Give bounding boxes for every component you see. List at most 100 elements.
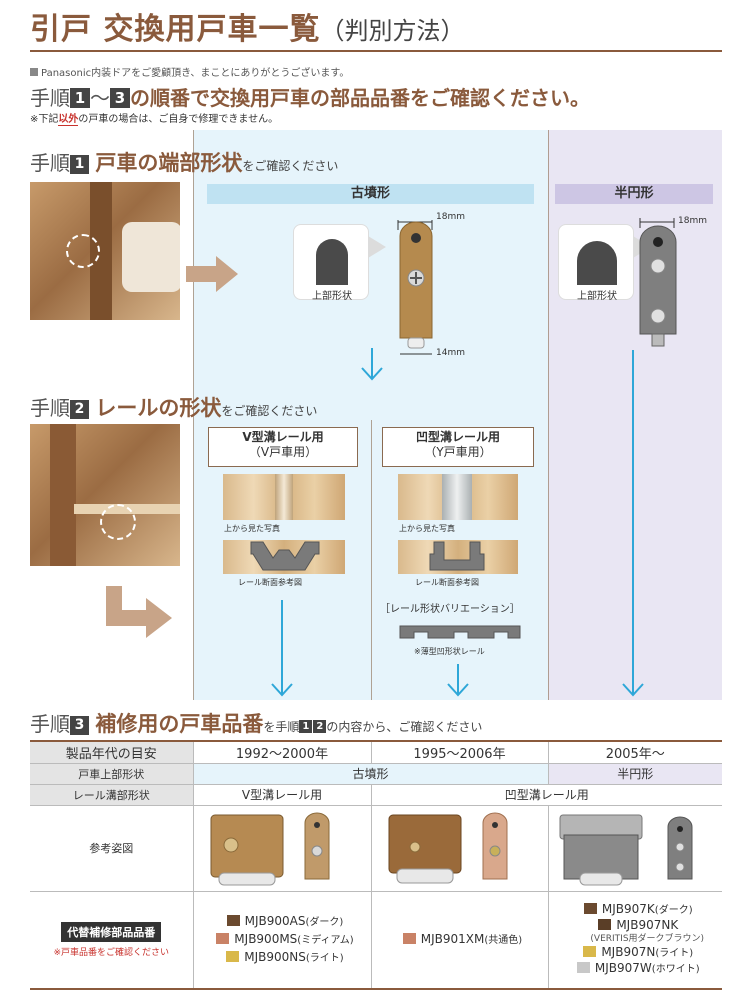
color-swatch <box>598 919 612 931</box>
kofun-shape-box: 上部形状 <box>293 224 369 302</box>
list-item: MJB907NK <box>555 918 723 933</box>
page-header: 引戸 交換用戸車一覧（判別方法） <box>30 4 730 50</box>
y-rail-top-photo <box>398 474 518 520</box>
list-item: MJB901XM(共通色) <box>378 931 548 949</box>
step-number-badge: 3 <box>70 716 89 735</box>
page-subtitle: （判別方法） <box>320 17 465 45</box>
replacement-parts-label: 代替補修部品品番 <box>61 921 162 942</box>
column-divider <box>548 130 549 700</box>
color-swatch <box>216 932 230 944</box>
kofun-header: 古墳形 <box>207 184 534 204</box>
y-rail-section <box>398 540 518 574</box>
row-header-shape: 戸車上部形状 <box>30 763 194 785</box>
hanen-shape-box: 上部形状 <box>558 224 634 302</box>
table-row: レール溝部形状 V型溝レール用 凹型溝レール用 <box>30 784 722 806</box>
v-rail-profile-icon <box>250 541 320 571</box>
color-swatch <box>576 962 590 974</box>
year-cell: 1995〜2006年 <box>371 742 549 764</box>
step-number-badge: 1 <box>70 155 89 174</box>
y-rail-header: 凹型溝レール用（Y戸車用） <box>382 427 534 467</box>
year-cell: 1992〜2000年 <box>193 742 372 764</box>
rail-variation-label: ［レール形状バリエーション］ <box>380 604 520 615</box>
table-row: 代替補修部品品番 ※戸車品番をご確認ください MJB900AS(ダーク) MJB… <box>30 891 723 990</box>
list-item: MJB907N(ライト) <box>555 945 723 961</box>
hanen-long-down-arrow-icon <box>622 350 644 697</box>
y-rail-profile-icon <box>429 541 485 571</box>
ref-image-cell-3 <box>548 805 722 892</box>
list-item: MJB900AS(ダーク) <box>200 913 371 931</box>
kofun-column-background <box>193 130 548 700</box>
roller-907-image <box>559 814 693 886</box>
door-bottom-photo <box>30 182 180 320</box>
table-row: 製品年代の目安 1992〜2000年 1995〜2006年 2005年〜 <box>30 742 722 764</box>
table-row: 戸車上部形状 古墳形 半円形 <box>30 763 722 785</box>
color-swatch <box>226 914 240 926</box>
dim-14mm: 14mm <box>436 348 465 358</box>
row-header-ref: 参考姿図 <box>30 805 194 892</box>
step-number-badge: 2 <box>70 400 89 419</box>
ref-image-cell-2 <box>371 805 549 892</box>
emphasis-except: 以外 <box>58 114 79 126</box>
intro-thanks: Panasonic内装ドアをご愛顧頂き、まことにありがとうございます。 <box>30 64 349 79</box>
row-header-rail: レール溝部形状 <box>30 784 194 806</box>
shape-hanen-cell: 半円形 <box>548 763 722 785</box>
table-row: 参考姿図 <box>30 805 722 892</box>
row-header-year: 製品年代の目安 <box>30 742 194 764</box>
ref-image-cell-1 <box>193 805 372 892</box>
column-divider <box>193 130 194 700</box>
list-item: MJB907K(ダーク) <box>555 902 723 918</box>
step1-down-arrow-icon <box>361 348 383 381</box>
hanen-header: 半円形 <box>555 184 713 204</box>
v-rail-down-arrow-icon <box>271 600 293 697</box>
color-swatch <box>583 946 597 958</box>
rail-v-cell: V型溝レール用 <box>193 784 372 806</box>
highlight-circle <box>100 504 136 540</box>
roller-901-image <box>388 812 507 884</box>
list-item: MJB907W(ホワイト) <box>555 961 723 977</box>
step-number-badge: 3 <box>110 88 130 108</box>
list-item: MJB900MS(ミディアム) <box>200 931 371 949</box>
bullet-square-icon <box>30 68 38 76</box>
title-divider <box>30 50 722 52</box>
list-item: MJB900NS(ライト) <box>200 949 371 967</box>
y-rail-down-arrow-icon <box>447 664 469 697</box>
step1-arrow-right-icon <box>186 256 238 292</box>
row-header-parts: 代替補修部品品番 ※戸車品番をご確認ください <box>30 891 194 990</box>
thin-rail-profile-icon <box>399 625 521 639</box>
column-divider <box>371 420 372 700</box>
parts-cell-3: MJB907K(ダーク) MJB907NK (VERITIS用ダークブラウン) … <box>548 891 723 990</box>
v-rail-header: V型溝レール用（V戸車用） <box>208 427 358 467</box>
v-rail-top-photo <box>223 474 345 520</box>
highlight-circle <box>66 234 100 268</box>
thin-rail-label: ※薄型凹形状レール <box>414 647 485 656</box>
v-rail-section <box>223 540 345 574</box>
parts-cell-2: MJB901XM(共通色) <box>371 891 549 990</box>
rail-photo <box>30 424 180 566</box>
color-swatch <box>226 950 240 962</box>
repair-note: ※下記以外の戸車の場合は、ご自身で修理できません。 <box>30 114 279 126</box>
dim-18mm-hanen: 18mm <box>678 216 707 226</box>
color-swatch <box>402 932 416 944</box>
roller-900-image <box>210 812 330 886</box>
shape-kofun-cell: 古墳形 <box>193 763 549 785</box>
replacement-parts-note: ※戸車品番をご確認ください <box>53 947 170 958</box>
parts-cell-1: MJB900AS(ダーク) MJB900MS(ミディアム) MJB900NS(ラ… <box>193 891 372 990</box>
parts-table: 製品年代の目安 1992〜2000年 1995〜2006年 2005年〜 戸車上… <box>30 742 722 990</box>
dim-18mm: 18mm <box>436 212 465 222</box>
hanen-roller-icon <box>639 218 677 347</box>
hanen-shape-icon <box>577 241 617 285</box>
kofun-roller-icon <box>397 220 433 355</box>
veritis-note: (VERITIS用ダークブラウン) <box>590 934 705 945</box>
rail-y-cell: 凹型溝レール用 <box>371 784 722 806</box>
kofun-shape-icon <box>316 239 348 285</box>
page-title: 引戸 交換用戸車一覧 <box>30 12 321 47</box>
table-top-rule <box>30 740 722 742</box>
step-number-badge: 1 <box>70 88 90 108</box>
color-swatch <box>583 903 597 915</box>
step2-arrow-turn-icon <box>106 586 172 638</box>
year-cell: 2005年〜 <box>548 742 722 764</box>
